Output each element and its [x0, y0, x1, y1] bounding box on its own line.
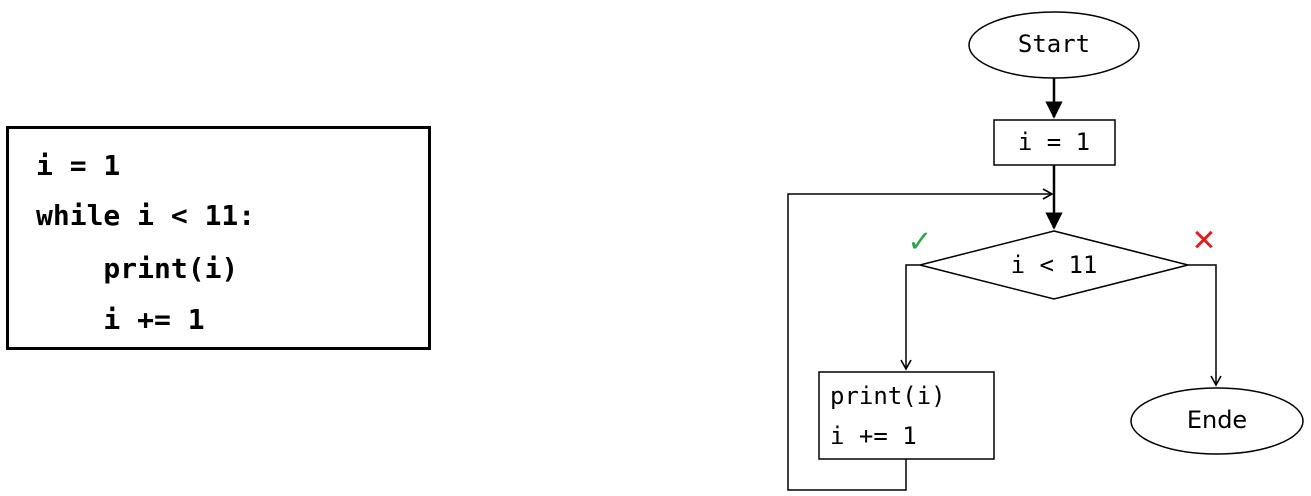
edge-true-to-body [900, 264, 920, 371]
code-line-2: while i < 11: [36, 199, 256, 232]
end-label: Ende [1187, 406, 1247, 434]
edge-loop-back [787, 188, 1054, 491]
code-panel: i = 1 while i < 11: print(i) i += 1 [6, 126, 431, 350]
edge-false-to-end [1188, 264, 1222, 387]
condition-label: i < 11 [1011, 251, 1098, 279]
body-line-1: print(i) [830, 382, 946, 410]
end-terminal [1130, 387, 1304, 455]
init-label: i = 1 [1018, 128, 1090, 156]
start-label: Start [1018, 30, 1090, 58]
true-marker: ✓ [907, 225, 932, 260]
body-process [818, 371, 995, 460]
code-line-1: i = 1 [36, 149, 121, 182]
condition-decision [919, 230, 1189, 300]
code-line-4: i += 1 [36, 303, 205, 336]
init-process [993, 119, 1116, 166]
body-line-2: i += 1 [830, 422, 917, 450]
false-marker: ✕ [1191, 224, 1216, 259]
code-line-3: print(i) [36, 252, 239, 285]
